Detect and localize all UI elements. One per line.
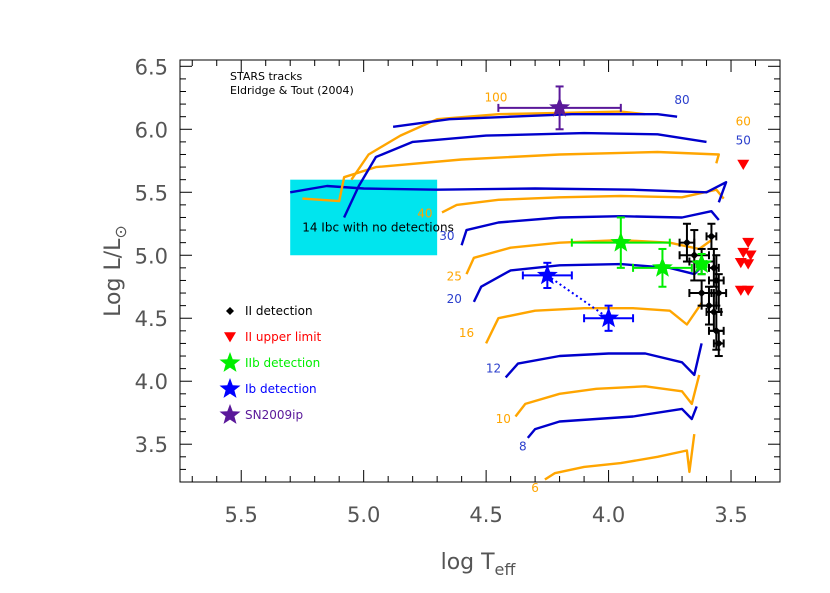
mass-label-25: 25 bbox=[447, 269, 462, 283]
series-ib-detection bbox=[521, 261, 635, 332]
data-point bbox=[714, 289, 723, 298]
legend-label: II detection bbox=[245, 304, 313, 318]
legend-item-ii-detection: II detection bbox=[226, 304, 313, 318]
y-tick-label: 6.5 bbox=[135, 55, 168, 79]
x-axis-title-sub: eff bbox=[495, 560, 517, 579]
data-point bbox=[697, 289, 706, 298]
legend-marker bbox=[224, 332, 236, 343]
legend-item-ib-detection: Ib detection bbox=[219, 378, 317, 398]
plot-frame bbox=[179, 59, 781, 483]
series-iib-detection bbox=[570, 216, 713, 288]
data-point bbox=[737, 159, 750, 170]
track-8 bbox=[526, 405, 698, 439]
track-20 bbox=[472, 260, 708, 303]
mass-label-16: 16 bbox=[459, 326, 474, 340]
axis-ticks-layer: 5.5 5.0 4.5 4.0 3.5 3.5 4.0 4.5 5.0 5.5 6.0 6.5 bbox=[135, 55, 780, 527]
mass-label-6: 6 bbox=[531, 481, 539, 495]
x-tick-label: 3.5 bbox=[714, 503, 747, 527]
data-point bbox=[536, 264, 558, 285]
x-tick-label: 4.5 bbox=[469, 503, 502, 527]
data-point bbox=[744, 250, 757, 261]
data-point bbox=[549, 96, 571, 117]
y-tick-label: 5.0 bbox=[135, 244, 168, 268]
evolution-tracks-layer bbox=[289, 110, 728, 481]
y-axis-title-sub: ⊙ bbox=[111, 225, 130, 238]
annotation-layer: 100 80 60 50 40 30 25 20 16 12 10 8 6 bbox=[417, 91, 751, 496]
legend-label: SN2009ip bbox=[245, 408, 303, 422]
mass-label-8: 8 bbox=[519, 440, 527, 454]
no-detection-box-label: 14 Ibc with no detections bbox=[302, 220, 454, 234]
series-sn2009ip bbox=[497, 85, 622, 131]
data-point bbox=[652, 256, 673, 277]
source-text-line-2: Eldridge & Tout (2004) bbox=[230, 84, 354, 97]
mass-label-50: 50 bbox=[736, 133, 751, 147]
legend-marker bbox=[219, 352, 241, 372]
y-tick-label: 3.5 bbox=[135, 433, 168, 457]
track-80 bbox=[343, 131, 707, 219]
data-point bbox=[598, 307, 619, 328]
data-point bbox=[690, 251, 699, 260]
legend-label: II upper limit bbox=[245, 330, 322, 344]
data-markers-layer bbox=[497, 85, 757, 358]
y-tick-label: 4.0 bbox=[135, 370, 168, 394]
x-tick-label: 4.0 bbox=[592, 503, 625, 527]
mass-label-100: 100 bbox=[484, 91, 507, 105]
track-30 bbox=[460, 210, 720, 246]
data-point bbox=[691, 253, 713, 273]
no-detection-box bbox=[290, 179, 438, 256]
mass-label-12: 12 bbox=[486, 361, 501, 375]
track-extra-13 bbox=[392, 113, 678, 128]
track-6 bbox=[544, 433, 696, 481]
mass-label-20: 20 bbox=[447, 292, 462, 306]
track-10 bbox=[514, 374, 701, 418]
legend-item-sn2009ip: SN2009ip bbox=[219, 404, 303, 424]
legend-marker bbox=[219, 404, 241, 424]
mass-label-10: 10 bbox=[496, 412, 511, 426]
track-60 bbox=[302, 150, 720, 203]
mass-label-40: 40 bbox=[417, 206, 432, 220]
data-point bbox=[742, 259, 755, 270]
y-tick-label: 6.0 bbox=[135, 118, 168, 142]
x-axis-title-main: log T bbox=[441, 550, 496, 575]
y-tick-label: 4.5 bbox=[135, 307, 168, 331]
data-point bbox=[682, 238, 691, 247]
track-50 bbox=[289, 181, 728, 203]
mass-label-30: 30 bbox=[439, 229, 454, 243]
data-point bbox=[610, 231, 632, 252]
series-ii-upper-limit bbox=[734, 159, 757, 296]
x-tick-label: 5.0 bbox=[347, 503, 380, 527]
legend-marker bbox=[219, 378, 241, 398]
x-axis-title: log Teff bbox=[441, 550, 517, 579]
data-point bbox=[704, 301, 713, 310]
track-12 bbox=[504, 343, 703, 379]
mass-label-80: 80 bbox=[674, 93, 689, 107]
source-text-line-1: STARS tracks bbox=[230, 70, 302, 83]
data-point bbox=[714, 339, 723, 348]
legend-label: Ib detection bbox=[245, 382, 317, 396]
legend-label: IIb detection bbox=[245, 356, 320, 370]
legend-item-iib-detection: IIb detection bbox=[219, 352, 320, 372]
y-axis-title-main: Log L/L bbox=[101, 238, 126, 317]
track-100 bbox=[350, 110, 646, 181]
no-detection-box-layer: 14 Ibc with no detections bbox=[290, 179, 454, 256]
legend-item-ii-upper-limit: II upper limit bbox=[224, 330, 322, 344]
data-point bbox=[707, 232, 716, 241]
x-tick-label: 5.5 bbox=[225, 503, 258, 527]
y-axis-title: Log L/L⊙ bbox=[101, 225, 130, 317]
data-point bbox=[742, 285, 755, 296]
mass-label-60: 60 bbox=[736, 115, 751, 129]
y-tick-label: 5.5 bbox=[135, 181, 168, 205]
data-point bbox=[742, 237, 755, 249]
legend-marker bbox=[226, 307, 234, 315]
